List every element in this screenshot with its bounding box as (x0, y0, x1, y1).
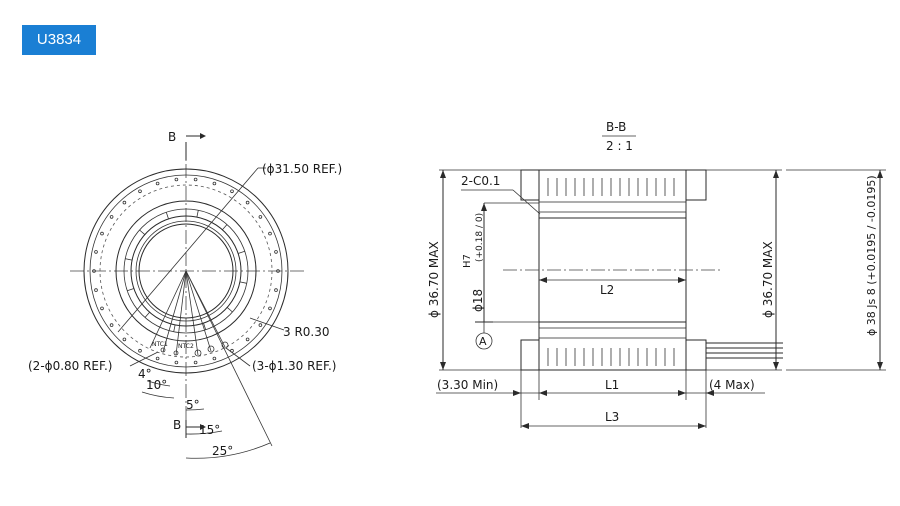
tooth (239, 281, 247, 284)
notch (268, 231, 272, 236)
notch (193, 360, 198, 365)
notch (245, 337, 250, 342)
notch (155, 356, 160, 361)
outer-ring-inner (89, 174, 283, 368)
notch (174, 360, 179, 365)
notch (212, 356, 217, 361)
stator-teeth (125, 210, 247, 332)
notch (274, 288, 278, 292)
section-scale: 2 : 1 (606, 139, 633, 153)
large-holes-label: (3-ϕ1.30 REF.) (252, 359, 337, 373)
ntc1-label: NTC1 (152, 341, 168, 348)
od-max-left-label: ϕ 36.70 MAX (427, 241, 441, 318)
od-max-right-label: ϕ 36.70 MAX (761, 241, 775, 318)
angle-25-label: 25° (212, 444, 233, 458)
angle-4-label: 4° (138, 367, 152, 381)
bore-tol-label: (+0.18 / 0) (475, 213, 485, 262)
dia-leader (117, 167, 259, 333)
angle-10-label: 10° (146, 378, 167, 392)
tooth (196, 210, 199, 218)
bore-dia-label: ϕ18 (471, 289, 485, 312)
section-title: B-B (606, 120, 626, 134)
chamfer-label: 2-C0.1 (461, 174, 500, 188)
notch (94, 288, 98, 292)
dia-ref-label: (ϕ31.50 REF.) (262, 162, 342, 176)
rotor-mid (135, 220, 237, 322)
notch (258, 215, 263, 219)
angle-arc-5 (185, 408, 205, 411)
section-marker-top: B (168, 130, 206, 160)
notch (274, 250, 278, 254)
datum-label: A (479, 335, 487, 348)
section-label-bottom: B (173, 418, 181, 432)
notch (230, 189, 234, 194)
notch (276, 269, 280, 273)
lamination-bottom (547, 348, 675, 366)
notch (193, 177, 198, 182)
tooth (127, 288, 135, 292)
winding-top-left (520, 169, 540, 201)
notch (174, 177, 179, 182)
angle-arc-4 (147, 380, 171, 387)
angle-arc-25 (185, 442, 271, 459)
tooth (125, 258, 133, 261)
tooth (165, 212, 169, 220)
outer-ring (83, 168, 289, 374)
insulation-top (538, 201, 687, 213)
rotor-outer (130, 215, 242, 327)
notch (212, 181, 217, 186)
min-left-label: (3.30 Min) (437, 378, 498, 392)
notch (155, 181, 160, 186)
section-marker-bottom: B (173, 418, 206, 438)
od-fit-label: ϕ 38 Js 8 (+0.0195 / -0.0195) (865, 175, 878, 336)
stator-ring-inner (123, 208, 249, 334)
notch (94, 250, 98, 254)
radius-label: 3 R0.30 (283, 325, 330, 339)
notch (138, 348, 142, 353)
section-label-top: B (168, 130, 176, 144)
notch (258, 323, 263, 327)
datum-circle (475, 332, 493, 350)
small-holes-label: (2-ϕ0.80 REF.) (28, 359, 113, 373)
winding-top-right (685, 169, 707, 201)
tooth (237, 250, 245, 254)
tooth (203, 322, 207, 330)
notch (109, 323, 114, 327)
bore-circle (138, 223, 234, 319)
notch (268, 306, 272, 311)
max-right-label: (4 Max) (709, 378, 755, 392)
tooth (226, 307, 233, 313)
notch (100, 231, 104, 236)
outer-notches (92, 177, 280, 365)
notch (138, 189, 142, 194)
lamination-top (547, 178, 675, 196)
notch (109, 215, 114, 219)
notch (122, 337, 127, 342)
notch (100, 306, 104, 311)
notch (122, 200, 127, 205)
section-view: B-B 2 : 1 2-C0.1 (427, 120, 886, 429)
angle-5-label: 5° (186, 398, 200, 412)
ntc2-label: NTC2 (178, 343, 194, 350)
l3-label: L3 (605, 410, 619, 424)
insulation-bottom (538, 327, 687, 339)
bolt-circle (99, 184, 273, 358)
tooth (139, 229, 146, 235)
l2-label: L2 (600, 283, 614, 297)
l1-label: L1 (605, 378, 619, 392)
tooth (222, 224, 228, 231)
bore-fit-label: H7 (462, 254, 473, 268)
notch (92, 269, 96, 273)
angle-arc-10 (141, 391, 175, 399)
notch (245, 200, 250, 205)
winding-bottom-left (520, 339, 540, 371)
model-badge: U3834 (22, 25, 96, 55)
front-view: B (ϕ31.50 REF.) NTC1 NTC2 (28, 130, 342, 459)
stator-ring (115, 200, 257, 342)
tooth (144, 311, 150, 318)
winding-bottom-right (685, 339, 707, 371)
tooth (173, 324, 176, 332)
